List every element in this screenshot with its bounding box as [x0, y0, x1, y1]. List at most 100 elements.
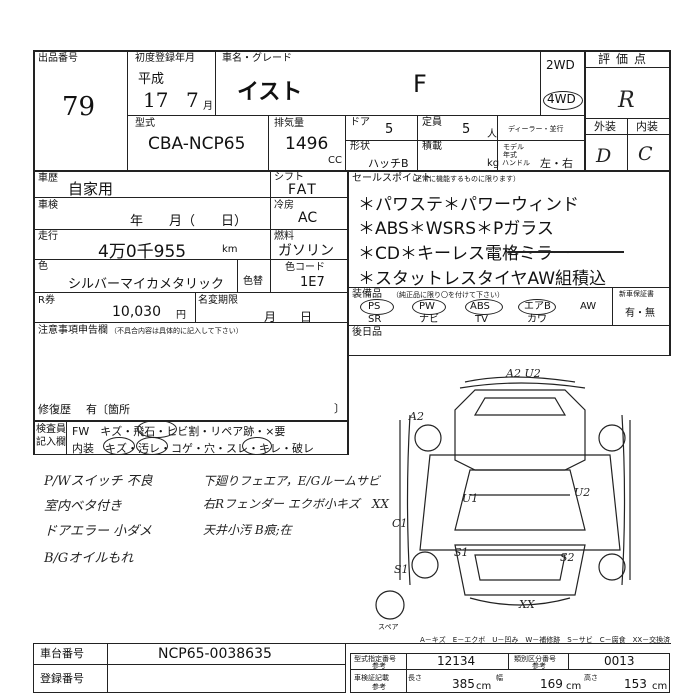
sales-line-4: ＊スタットレスタイヤAW組積込 [358, 269, 606, 289]
equip-sr: SR [368, 314, 382, 325]
shape-label: 形状 [350, 141, 370, 152]
note-mid-1: 下廻りフェエア，E/Gルームサビ [203, 474, 380, 488]
kg-unit: kg [487, 158, 500, 169]
handle-label: ハンドル [502, 159, 530, 167]
expiry-value: 月 日 [264, 310, 313, 324]
month-unit: 月 [203, 101, 213, 112]
sales-line-1: ＊パワステ＊パワーウィンド [358, 195, 579, 215]
color-code: 1E7 [300, 275, 325, 290]
note-left-4: B/Gオイルもれ [44, 551, 134, 566]
model-code: CBA-NCP65 [148, 134, 246, 154]
first-reg-label: 初度登録年月 [135, 53, 195, 64]
lot-number: 79 [62, 92, 96, 122]
person-unit: 人 [487, 129, 497, 140]
equip-aw: AW [580, 301, 597, 312]
interior-label: 内装 [636, 120, 658, 133]
class-label: 類別区分番号 [514, 655, 556, 663]
handle: 左・右 [540, 157, 573, 170]
capacity-label: 定員 [422, 117, 442, 128]
dmg-rear: XX [519, 598, 535, 611]
recycle-label: R券 [38, 295, 55, 306]
doors-label: ドア [350, 117, 370, 128]
era: 平成 [138, 72, 165, 87]
grade: F [413, 70, 427, 98]
color-code-label: 色コード [285, 262, 325, 273]
dmg-left-front: A2 [409, 410, 424, 423]
dealer-label: ディーラー・並行 [508, 125, 564, 133]
spare-label: スペア [378, 623, 399, 631]
eval-score: R [618, 88, 635, 113]
recycle: 10,030 [112, 304, 161, 320]
equip-navi: ナビ [419, 314, 439, 325]
warranty-value: 有・無 [625, 308, 655, 319]
sales-line-2: ＊ABS＊WSRS＊Pガラス [358, 219, 554, 239]
drive-2wd: 2WD [546, 58, 575, 72]
scuff-circle [242, 437, 272, 455]
dmg-u2: U2 [574, 486, 591, 499]
equip-airbag: エアB [524, 301, 551, 312]
history-label: 車歴 [38, 173, 58, 184]
note-left-2: 室内ベタ付き [44, 499, 123, 514]
equip-tv: TV [475, 314, 488, 325]
sales-line-3: ＊CD＊キーレス電格ミラー [358, 244, 570, 264]
shape: ハッチB [368, 157, 409, 170]
equip-abs: ABS [470, 301, 490, 312]
reg-label: 登録番号 [40, 672, 84, 685]
repair-label: 修復歴 [38, 403, 71, 416]
inspection-value: 年 月（ 日） [130, 214, 248, 229]
yen-unit: 円 [176, 310, 186, 321]
inspector-label-1: 検査員 [36, 424, 66, 435]
length-unit: cm [476, 681, 492, 692]
color: シルバーマイカメタリック [68, 277, 225, 292]
note-left-1: P/Wスイッチ 不良 [44, 474, 153, 489]
name-label: 車名・グレード [222, 53, 292, 64]
height-label: 高さ [584, 674, 598, 682]
chassis-number: NCP65-0038635 [158, 646, 272, 662]
color-swap-label: 色替 [243, 276, 263, 287]
load-label: 積載 [422, 141, 442, 152]
dmg-front: A2 U2 [506, 367, 541, 380]
type-num: 12134 [437, 654, 476, 668]
mileage-label: 走行 [38, 231, 58, 242]
scratch-circle [103, 437, 135, 455]
color-label: 色 [38, 261, 48, 272]
airbag-circle [518, 299, 556, 315]
pw-circle [412, 299, 446, 315]
eval-label: 評価点 [598, 52, 653, 66]
ac-label: 冷房 [274, 200, 294, 211]
ps-circle [360, 299, 394, 315]
cc-unit: CC [328, 155, 342, 166]
damage-legend: A－キズ E－エクボ U－凹み W－補修跡 S－サビ C－腐食 XX－交換済 [420, 636, 671, 644]
equip-pw: PW [419, 301, 435, 312]
length-label: 長さ [408, 674, 422, 682]
repair-close: 〕 [334, 402, 345, 415]
sales-label: セールスポイント [352, 173, 432, 184]
inspection-label: 車検 [38, 200, 58, 211]
note-left-3: ドアエラー 小ダメ [44, 524, 152, 539]
chassis-label: 車台番号 [40, 647, 84, 660]
note-mid-2: 右Rフェンダー エクボ小キズ XX [203, 497, 389, 511]
dmg-u1: U1 [462, 492, 479, 505]
expiry-label: 名変期限 [198, 295, 238, 306]
height-unit: cm [652, 681, 668, 692]
equip-ps: PS [368, 301, 381, 312]
lot-label: 出品番号 [38, 53, 78, 64]
width-unit: cm [566, 681, 582, 692]
warranty-label: 新車保証書 [619, 290, 654, 298]
exterior-label: 外装 [594, 120, 616, 133]
stone-chip-circle [137, 420, 177, 438]
4wd-circle [543, 91, 583, 110]
class-num: 0013 [604, 654, 635, 668]
later-label: 後日品 [352, 327, 382, 338]
notes-sub: （不具合内容は具体的に記入して下さい） [110, 327, 243, 335]
displacement: 1496 [285, 134, 329, 154]
shift-label: シフト [274, 172, 304, 183]
model-year-label: モデル年式 [503, 143, 524, 159]
sales-strike [508, 251, 624, 253]
type-num-label: 型式指定番号 [354, 655, 396, 663]
inspector-row-1: FW キズ・飛石・ヒビ割・リペア跡・×要 [72, 425, 286, 438]
dmg-s2: S2 [560, 551, 575, 564]
abs-circle [465, 299, 503, 315]
note-mid-3: 天井小汚 B痕;在 [203, 523, 292, 537]
inspector-label-2: 記入欄 [36, 437, 66, 448]
